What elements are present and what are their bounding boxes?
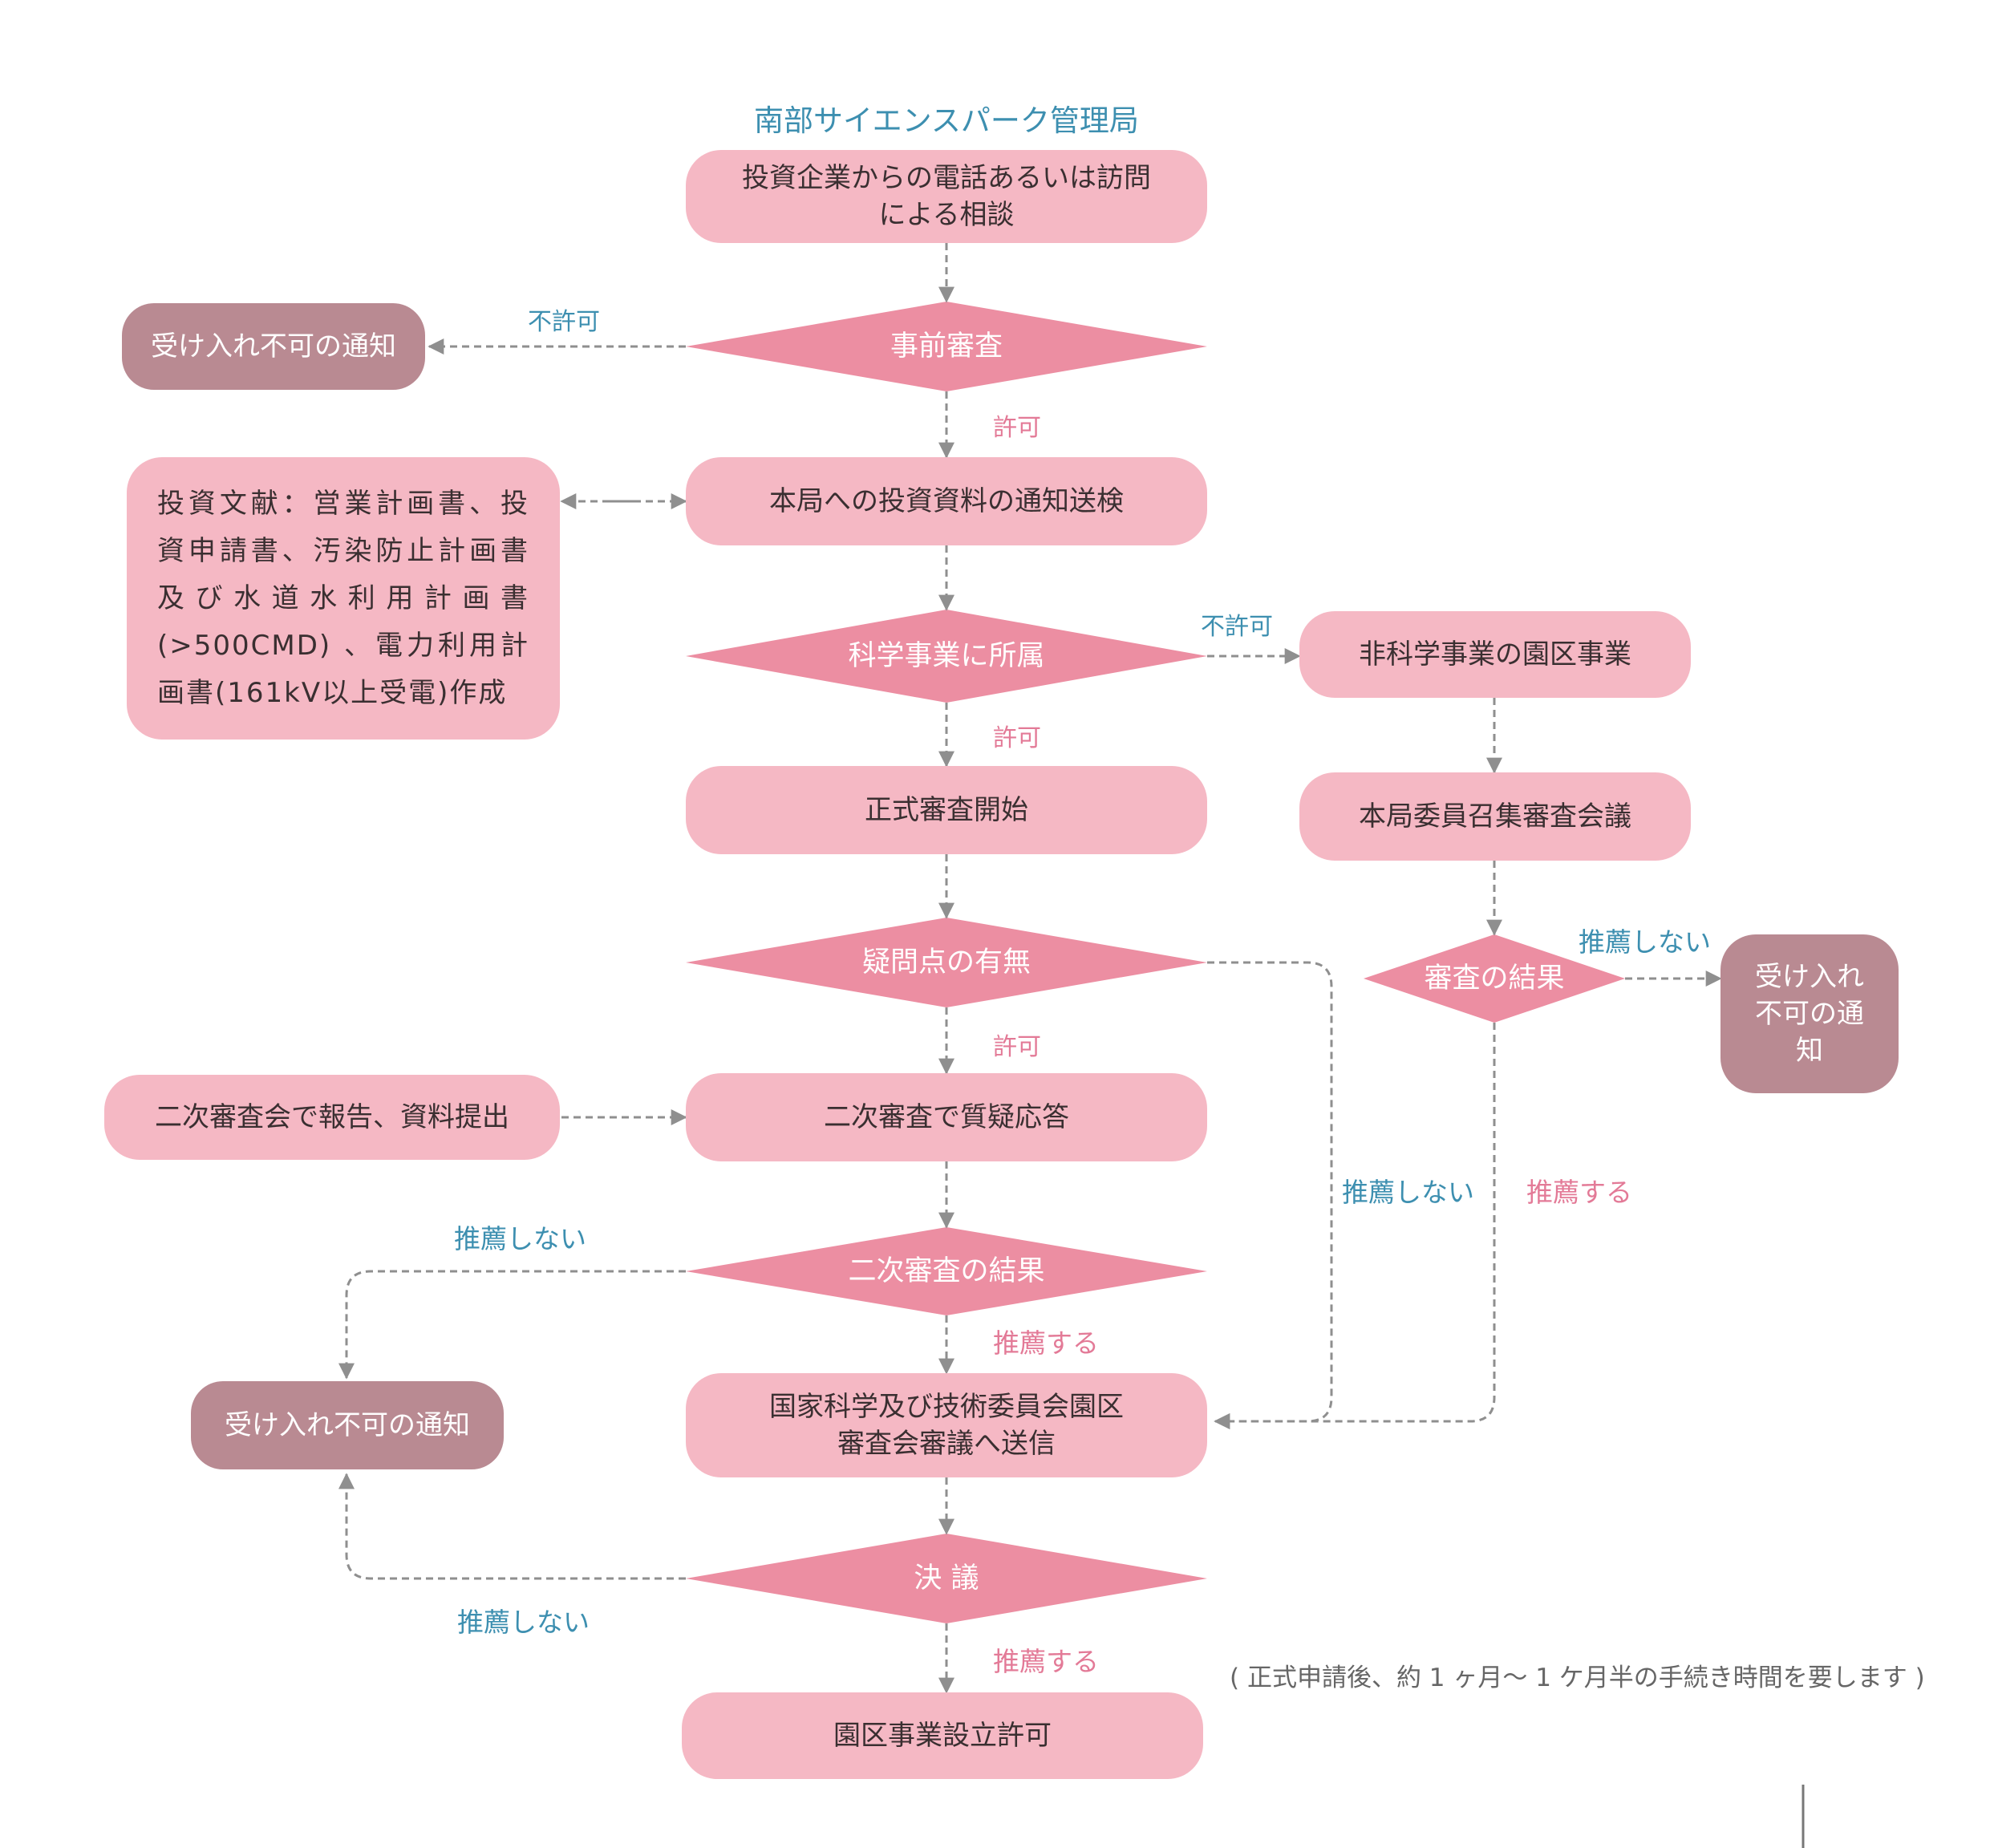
- node-docs-list: 投資文献：営業計画書、投資申請書、汚染防止計画書及び水道水利用計画書(>500C…: [127, 457, 560, 740]
- edge-label-no-recommend-bottom: 推薦しない: [457, 1607, 590, 1638]
- decision-is-science-label: 科学事業に所属: [848, 640, 1045, 672]
- decision-prereview-label: 事前審査: [890, 330, 1003, 363]
- edge-questions-national: [1207, 961, 1333, 1429]
- decision-prereview: [686, 302, 1207, 391]
- node-formal-review: 正式審査開始: [686, 766, 1207, 854]
- edge-label-no-recommend-right: 推薦しない: [1579, 926, 1711, 958]
- node-national-committee: 国家科学及び技術委員会園区 審査会審議へ送信: [686, 1373, 1207, 1477]
- edge-secondaryresult-reject: [338, 1270, 686, 1380]
- decision-resolution: [686, 1534, 1207, 1623]
- node-non-science: 非科学事業の園区事業: [1299, 611, 1691, 698]
- edge-label-recommend-right: 推薦する: [1526, 1177, 1632, 1208]
- process-time-note: ( 正式申請後、約 1 ヶ月～ 1 ケ月半の手続き時間を要します ): [1230, 1664, 1925, 1692]
- decision-resolution-label: 決 議: [914, 1562, 979, 1595]
- node-reject-bottom: 受け入れ不可の通知: [191, 1381, 504, 1469]
- decision-secondary-result: [686, 1227, 1207, 1315]
- node-secondary-qa: 二次審査で質疑応答: [686, 1073, 1207, 1161]
- node-submit-docs: 本局への投資資料の通知送検: [686, 457, 1207, 545]
- edge-resolution-reject: [338, 1473, 686, 1580]
- node-consult: 投資企業からの電話あるいは訪問 による相談: [686, 150, 1207, 243]
- node-reject-top: 受け入れ不可の通知: [122, 303, 425, 390]
- edge-label-recommend-1: 推薦する: [993, 1327, 1099, 1359]
- decision-questions: [686, 918, 1207, 1007]
- edge-label-no-recommend-mid: 推薦しない: [1342, 1177, 1474, 1208]
- decision-questions-label: 疑問点の有無: [861, 946, 1031, 979]
- edge-label-no-recommend-left: 推薦しない: [454, 1223, 586, 1254]
- edge-label-kyoka-2: 許可: [993, 724, 1041, 752]
- edge-label-recommend-2: 推薦する: [993, 1646, 1099, 1677]
- node-committee-meeting: 本局委員召集審査会議: [1299, 772, 1691, 861]
- edge-label-fukyoka-1: 不許可: [528, 308, 600, 336]
- node-approval: 園区事業設立許可: [682, 1692, 1203, 1779]
- node-report: 二次審査会で報告、資料提出: [104, 1075, 560, 1160]
- edge-label-kyoka-3: 許可: [993, 1033, 1041, 1061]
- edge-reviewresult-national: [1214, 1023, 1496, 1429]
- edge-label-kyoka-1: 許可: [993, 414, 1041, 442]
- decision-review-result: [1364, 934, 1625, 1023]
- page-title: 南部サイエンスパーク管理局: [754, 103, 1139, 138]
- edge-label-fukyoka-2: 不許可: [1201, 613, 1273, 641]
- decision-review-result-label: 審査の結果: [1424, 962, 1565, 995]
- decision-is-science: [686, 610, 1207, 703]
- node-reject-right: 受け入れ 不可の通 知: [1720, 934, 1899, 1093]
- decision-secondary-result-label: 二次審査の結果: [848, 1255, 1045, 1287]
